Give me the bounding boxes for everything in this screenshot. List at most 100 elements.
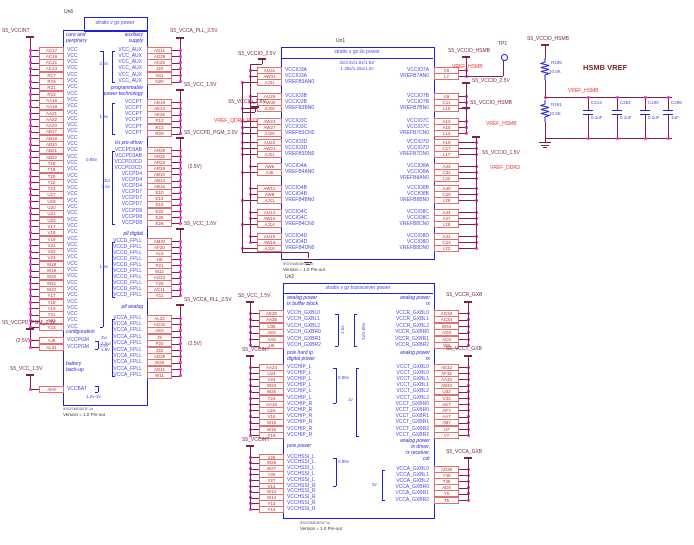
pin-name: VCCPGM bbox=[67, 343, 89, 350]
wire bbox=[170, 271, 180, 273]
pin-number[interactable]: L7 bbox=[434, 72, 459, 80]
testpoint-tp1[interactable] bbox=[501, 54, 508, 61]
pin-number[interactable]: R29 bbox=[147, 130, 172, 137]
pin-number[interactable]: Y23 bbox=[39, 323, 64, 331]
pin-name: VCCA_FPLL bbox=[113, 365, 142, 372]
pin-name: VREFB3BN0 bbox=[285, 104, 315, 111]
net-label: S5_VCCPD_PGM_2.5V bbox=[184, 130, 238, 136]
wire bbox=[30, 302, 39, 303]
wire bbox=[457, 102, 466, 104]
wire bbox=[466, 62, 467, 77]
pin-number[interactable]: V7 bbox=[434, 431, 459, 439]
pin-number[interactable]: AK9 bbox=[39, 385, 64, 393]
net-label: S5_VCCIO_HSMB bbox=[527, 36, 569, 42]
pin-name: VCCIO8A bbox=[407, 162, 429, 169]
pin-name: VCCT_GXBL0 bbox=[396, 363, 429, 370]
wire bbox=[30, 220, 39, 222]
wire bbox=[457, 493, 468, 495]
wire bbox=[457, 178, 476, 180]
wire bbox=[30, 106, 39, 108]
pin-number[interactable]: Y16 bbox=[259, 431, 284, 439]
pin-number[interactable]: E29 bbox=[147, 219, 172, 227]
junction-dot bbox=[178, 316, 182, 320]
pin-number[interactable]: U5 bbox=[259, 342, 284, 349]
resistor-r191[interactable] bbox=[538, 100, 552, 122]
pin-name: VCCHIP_L bbox=[287, 369, 312, 376]
junction-dot bbox=[178, 270, 182, 273]
junction-dot bbox=[466, 498, 470, 502]
pin-number[interactable]: N29 bbox=[147, 78, 172, 85]
net-label: S5_VCC_1.5V bbox=[238, 293, 271, 299]
junction-dot bbox=[28, 269, 32, 272]
pin-number[interactable]: AJ29 bbox=[257, 104, 282, 112]
pin-name: VCCPT bbox=[125, 104, 142, 111]
pin-name: VCCA_FPLL bbox=[113, 320, 142, 327]
wire bbox=[308, 252, 309, 258]
wire bbox=[617, 97, 618, 110]
pin-name: VCC bbox=[67, 191, 78, 198]
wire bbox=[250, 332, 259, 334]
wire bbox=[457, 332, 468, 334]
wire bbox=[250, 410, 259, 412]
wire bbox=[170, 375, 180, 377]
junction-dot bbox=[248, 240, 252, 244]
pin-number[interactable]: L25 bbox=[434, 220, 459, 228]
pin-number[interactable]: AJ9 bbox=[39, 336, 64, 344]
wire bbox=[170, 265, 180, 267]
pin-number[interactable]: L29 bbox=[434, 196, 459, 204]
pin-number[interactable]: AJ16 bbox=[257, 244, 282, 252]
wire bbox=[30, 94, 39, 96]
voltage-note: 1.8v bbox=[101, 347, 110, 352]
pin-number[interactable]: Y11 bbox=[147, 292, 172, 300]
pin-number[interactable]: AL31 bbox=[39, 343, 64, 351]
pin-number[interactable]: T5 bbox=[434, 496, 459, 504]
junction-dot bbox=[178, 245, 182, 249]
wire bbox=[457, 416, 468, 418]
voltage-note: 2.5v bbox=[99, 61, 108, 66]
pin-number[interactable]: AJ6 bbox=[257, 168, 282, 176]
junction-dot bbox=[28, 155, 32, 159]
pin-number[interactable]: L10 bbox=[434, 104, 459, 112]
pin-name: VREFB8AN0 bbox=[399, 174, 429, 181]
junction-dot bbox=[28, 187, 32, 191]
brace bbox=[338, 314, 339, 346]
junction-dot bbox=[178, 215, 182, 219]
wire bbox=[250, 236, 257, 237]
pin-number[interactable]: W11 bbox=[147, 372, 172, 380]
wire bbox=[242, 252, 308, 253]
wire bbox=[250, 242, 257, 244]
wire bbox=[30, 169, 39, 171]
pin-number[interactable]: W8 bbox=[434, 342, 459, 349]
brace bbox=[95, 392, 98, 393]
pin-name: VCC bbox=[67, 84, 78, 91]
resistor-r195[interactable] bbox=[538, 58, 552, 80]
pin-name: VCCIO8D bbox=[406, 232, 429, 239]
junction-dot bbox=[178, 276, 182, 280]
pin-number[interactable]: AJ14 bbox=[257, 220, 282, 228]
section-header: cdr bbox=[423, 456, 430, 462]
pin-name: VCCIO3A bbox=[285, 66, 307, 73]
pin-number[interactable]: L22 bbox=[434, 244, 459, 252]
pin-name: VREFB8DN0 bbox=[399, 244, 429, 251]
pin-number[interactable]: L17 bbox=[434, 150, 459, 158]
pin-number[interactable]: AJ25 bbox=[257, 129, 282, 137]
pin-name: VREFB7DN0 bbox=[399, 150, 429, 157]
wire bbox=[457, 218, 476, 220]
wire bbox=[250, 468, 259, 470]
wire bbox=[30, 157, 39, 159]
pin-number[interactable]: AJ31 bbox=[257, 78, 282, 86]
pin-number[interactable]: L14 bbox=[434, 129, 459, 137]
pin-name: VCCHSSI_L bbox=[287, 476, 315, 483]
pin-number[interactable]: Y14 bbox=[259, 505, 284, 513]
pin-name: VCCPD3AB bbox=[115, 152, 142, 159]
pin-name: VCC bbox=[67, 52, 78, 59]
wire bbox=[466, 113, 467, 134]
pin-name: VCC bbox=[67, 147, 78, 154]
pin-number[interactable]: L32 bbox=[434, 174, 459, 182]
net-label: S5_VCCIO_1.8V bbox=[228, 99, 266, 105]
wire bbox=[170, 114, 180, 116]
pin-number[interactable]: AJ21 bbox=[257, 150, 282, 158]
power-bar-icon bbox=[176, 304, 184, 306]
wire bbox=[457, 410, 468, 412]
pin-number[interactable]: AJ11 bbox=[257, 196, 282, 204]
